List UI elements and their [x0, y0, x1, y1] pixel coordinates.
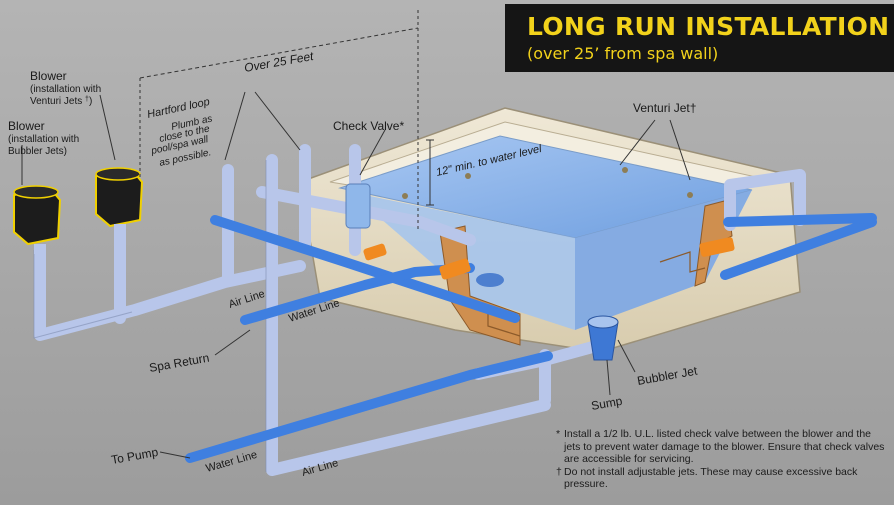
- footnotes: * Install a 1/2 lb. U.L. listed check va…: [556, 428, 886, 491]
- footnote-text: Install a 1/2 lb. U.L. listed check valv…: [564, 428, 885, 465]
- label-air-line-upper: Air Line: [227, 288, 266, 311]
- label-bubbler-jet: Bubbler Jet: [636, 364, 699, 388]
- sump: [587, 315, 619, 361]
- label-blower-bubbler-note-2: Bubbler Jets): [8, 146, 67, 157]
- blower-bubbler-unit: [13, 185, 62, 254]
- footnote-adjustable-jets: † Do not install adjustable jets. These …: [556, 466, 886, 491]
- label-sump: Sump: [590, 394, 624, 413]
- check-valves: [345, 183, 735, 280]
- label-to-pump: To Pump: [110, 445, 159, 467]
- label-blower-venturi-note-1: (installation with: [30, 84, 101, 95]
- page-subtitle: (over 25’ from spa wall): [527, 44, 719, 63]
- page-title: LONG RUN INSTALLATION: [527, 12, 890, 41]
- footnote-check-valve: * Install a 1/2 lb. U.L. listed check va…: [556, 428, 886, 466]
- label-blower-venturi: Blower: [30, 69, 67, 83]
- label-blower-bubbler: Blower: [8, 119, 45, 133]
- spa-shell: [299, 107, 801, 353]
- leader-lines: [21, 10, 691, 459]
- label-blower-venturi-note-2: Venturi Jets †): [30, 96, 92, 107]
- footnote-mark: †: [556, 465, 562, 478]
- title-banner: LONG RUN INSTALLATION (over 25’ from spa…: [505, 4, 894, 72]
- blower-venturi-unit: [95, 167, 144, 234]
- water-line-pipes: [185, 213, 877, 463]
- label-check-valve: Check Valve*: [333, 119, 404, 133]
- footnote-text: Do not install adjustable jets. These ma…: [564, 465, 858, 491]
- label-blower-bubbler-note-1: (installation with: [8, 134, 79, 145]
- label-venturi-jet: Venturi Jet†: [633, 101, 696, 115]
- footnote-mark: *: [556, 428, 561, 440]
- label-spa-return: Spa Return: [148, 351, 210, 375]
